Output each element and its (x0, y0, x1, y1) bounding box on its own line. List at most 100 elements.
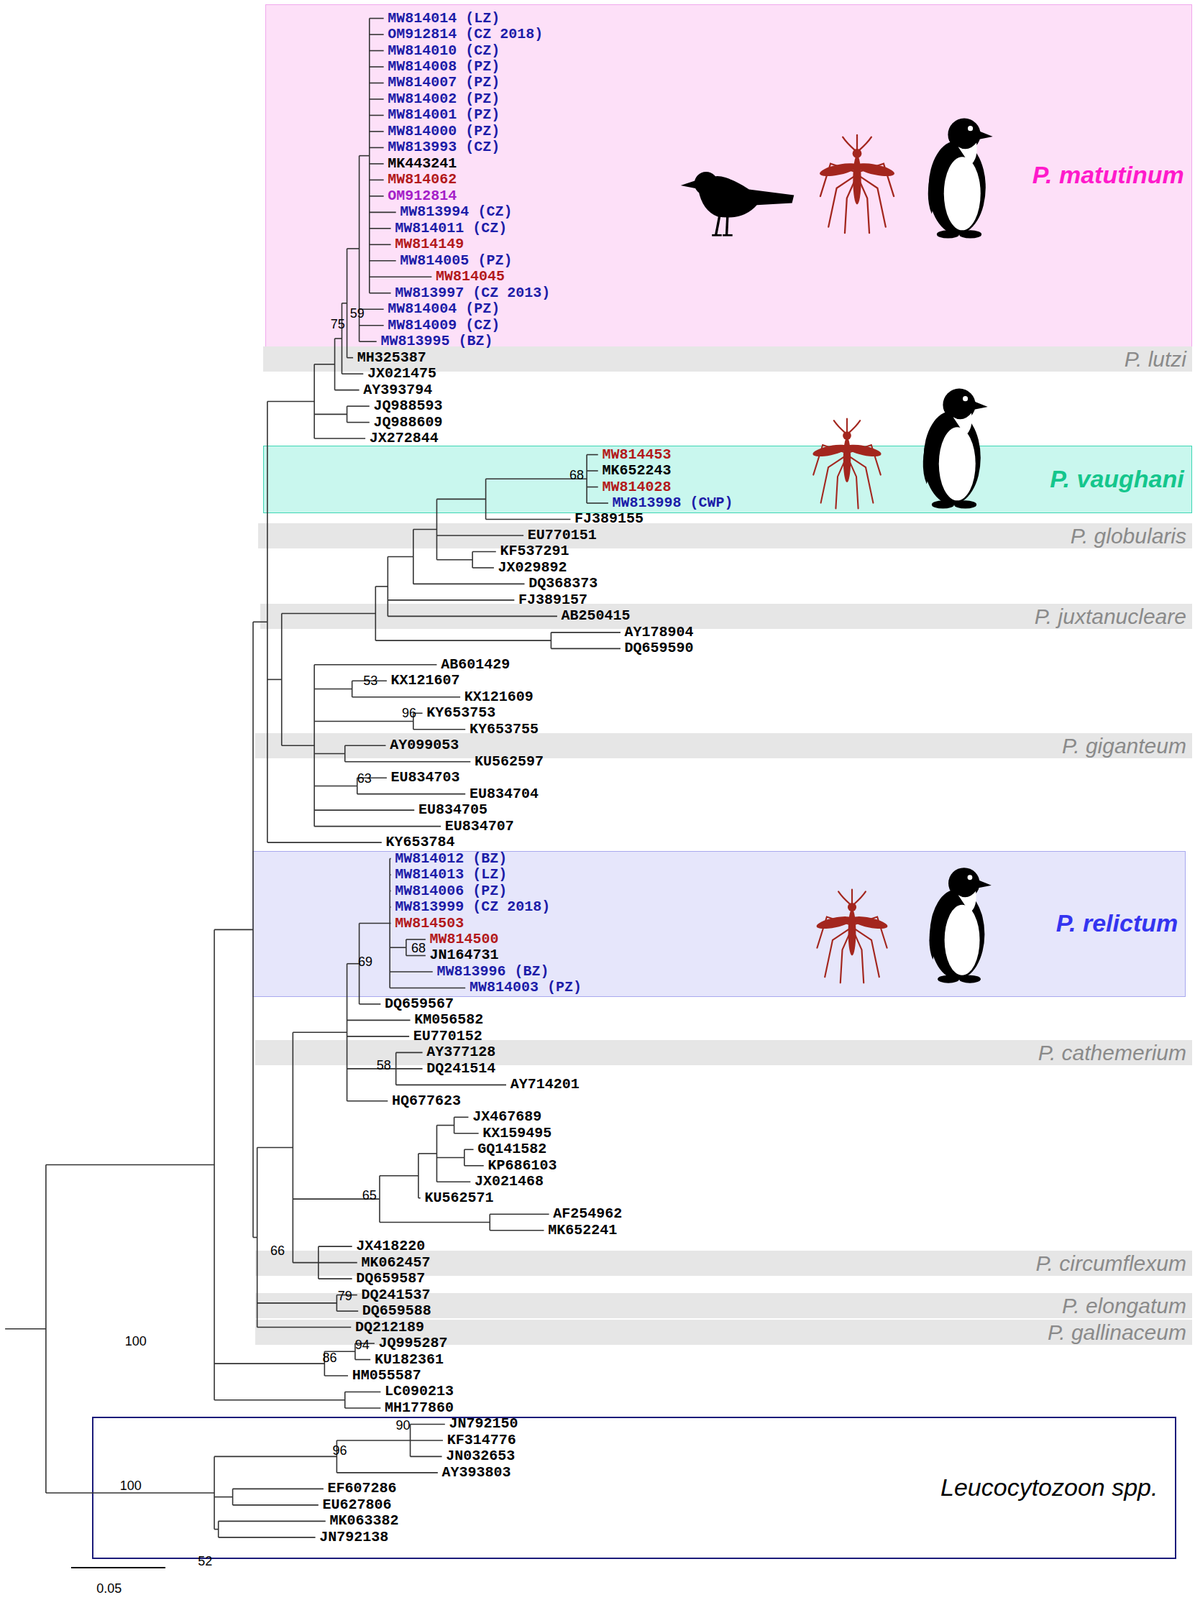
accession-label: KF314776 (447, 1432, 517, 1449)
tree-branch (335, 337, 343, 340)
tree-branch (412, 529, 415, 585)
tree-branch (369, 212, 397, 214)
tree-branch (410, 1440, 443, 1442)
species-band: P. cathemerium (255, 1040, 1193, 1066)
tree-branch (389, 987, 466, 990)
tree-branch (369, 17, 384, 20)
tree-branch (410, 1424, 446, 1426)
accession-label: MW813994 (CZ) (399, 204, 512, 221)
accession-label: DQ241537 (360, 1287, 430, 1304)
tree-branch (346, 248, 349, 359)
accession-label: MW813997 (CZ 2013) (394, 285, 551, 302)
tree-branch (318, 1246, 353, 1248)
tree-branch (387, 616, 558, 618)
tree-branch (436, 1181, 471, 1183)
bootstrap-value: 63 (357, 771, 372, 786)
species-name: Leucocytozoon spp. (940, 1474, 1158, 1502)
tree-branch (436, 559, 473, 561)
tree-branch (417, 1154, 420, 1199)
tree-branch (232, 1489, 324, 1491)
accession-label: KU182361 (374, 1352, 444, 1369)
tree-branch (586, 486, 599, 489)
tree-branch (369, 163, 384, 165)
accession-label: MW814012 (BZ) (394, 851, 507, 868)
tree-branch (436, 1125, 454, 1127)
tree-branch (267, 841, 382, 844)
tree-branch (213, 1456, 215, 1530)
species-name: P. matutinum (1032, 161, 1185, 189)
tree-branch (369, 179, 384, 182)
scale-bar (71, 1567, 166, 1569)
tree-branch (454, 1117, 469, 1119)
accession-label: JX418220 (355, 1238, 425, 1255)
tree-branch (253, 1237, 258, 1239)
tree-branch (281, 613, 377, 615)
tree-branch (347, 405, 370, 407)
tree-branch (46, 1164, 215, 1167)
tree-branch (359, 340, 377, 343)
tree-branch (369, 195, 384, 198)
tree-branch (472, 567, 494, 569)
tree-branch (318, 1278, 353, 1280)
tree-branch (214, 929, 254, 932)
tree-branch (256, 1147, 259, 1328)
tree-branch (257, 1302, 338, 1305)
bootstrap-value: 96 (401, 706, 417, 721)
tree-branch (347, 963, 360, 965)
bootstrap-value: 100 (120, 1479, 142, 1494)
species-band: P. juxtanucleare (260, 603, 1193, 630)
tree-branch (436, 498, 486, 501)
tree-branch (232, 1504, 319, 1507)
accession-label: MH177860 (384, 1400, 454, 1417)
tree-branch (463, 1149, 466, 1166)
accession-label: JQ995287 (378, 1335, 448, 1352)
tree-branch (369, 50, 384, 52)
bootstrap-value: 68 (411, 941, 426, 956)
tree-branch (586, 502, 609, 505)
tree-branch (387, 556, 389, 617)
tree-branch (369, 82, 384, 85)
accession-label: MW814014 (LZ) (387, 10, 500, 27)
tree-branch (389, 858, 391, 860)
accession-label: KX121607 (391, 672, 461, 689)
accession-label: KP686103 (487, 1158, 557, 1175)
tree-branch (550, 632, 621, 634)
tree-branch (369, 292, 392, 295)
accession-label: HM055587 (352, 1368, 422, 1385)
accession-label: KY653784 (385, 834, 455, 851)
accession-label: MK062457 (360, 1255, 430, 1272)
tree-branch (314, 437, 366, 440)
tree-branch (351, 680, 354, 697)
penguin-icon (928, 117, 993, 238)
tree-branch (314, 688, 353, 691)
accession-label: KX159495 (482, 1125, 552, 1142)
bootstrap-value: 65 (362, 1188, 377, 1203)
tree-branch (368, 18, 371, 294)
tree-branch (336, 1440, 410, 1442)
species-name: P. cathemerium (1038, 1041, 1187, 1065)
tree-branch (346, 406, 349, 423)
accession-label: MH325387 (357, 350, 427, 366)
tree-branch (344, 745, 346, 762)
tree-branch (359, 155, 370, 157)
tree-branch (375, 585, 388, 588)
accession-label: MW814045 (435, 268, 505, 285)
accession-label: MK652243 (601, 463, 671, 479)
accession-label: JX467689 (472, 1109, 542, 1126)
tree-branch (387, 599, 515, 602)
tree-branch (344, 1392, 346, 1408)
tree-branch (313, 364, 315, 439)
tree-branch (369, 66, 384, 68)
mosquito-icon (818, 135, 896, 233)
tree-branch (359, 923, 391, 925)
clade-box: P. relictum (252, 851, 1187, 998)
tree-branch (214, 1399, 346, 1402)
accession-label: MW814006 (PZ) (394, 883, 507, 900)
accession-label: JX021475 (367, 365, 437, 382)
tree-branch (218, 1537, 316, 1539)
tree-branch (471, 551, 474, 568)
tree-branch (292, 1031, 347, 1034)
species-name: P. elongatum (1061, 1294, 1187, 1318)
bootstrap-value: 68 (569, 468, 584, 483)
accession-label: MW814010 (CZ) (387, 43, 500, 59)
